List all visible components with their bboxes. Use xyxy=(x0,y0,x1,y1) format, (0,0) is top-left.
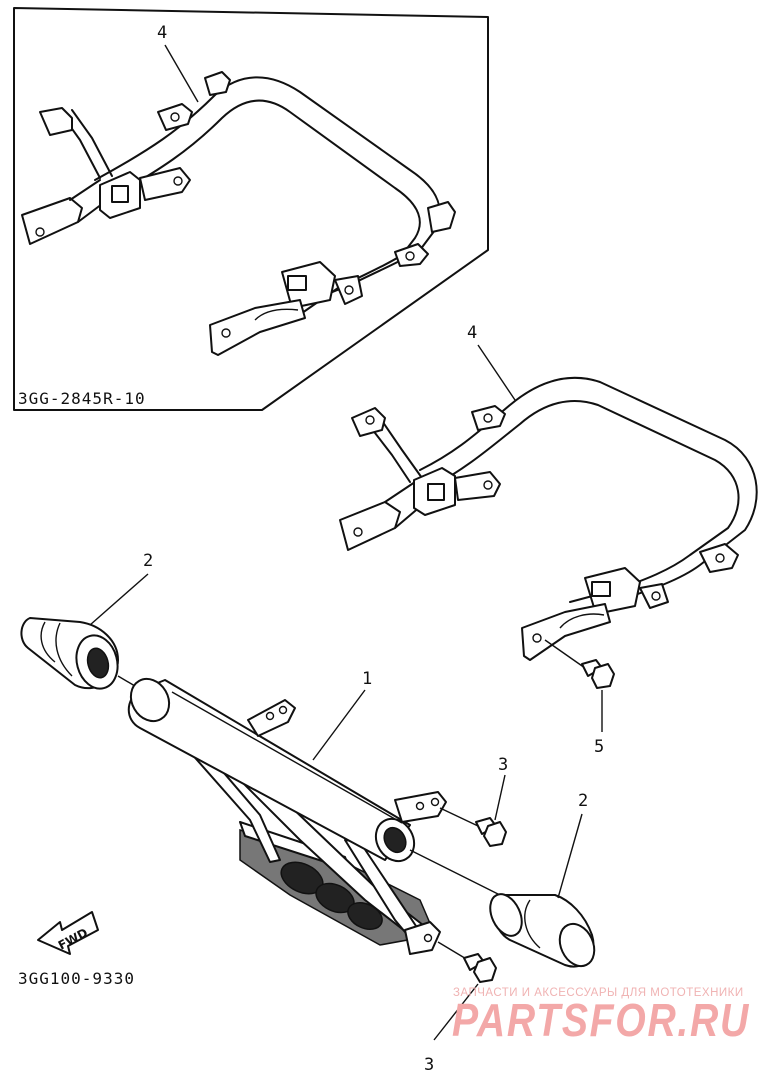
callout-front-cap: 2 xyxy=(89,551,153,626)
inset-frame-part xyxy=(21,71,456,356)
callout-label: 4 xyxy=(157,23,167,43)
rear-frame-part xyxy=(339,376,758,661)
callout-guard-bar: 1 xyxy=(312,669,372,761)
callout-label: 5 xyxy=(594,737,604,757)
callout-label: 3 xyxy=(498,755,508,775)
watermark-tagline: ЗАПЧАСТИ И АКСЕССУАРЫ ДЛЯ МОТОТЕХНИКИ xyxy=(453,987,744,999)
front-cap-part xyxy=(20,617,119,690)
watermark: ЗАПЧАСТИ И АКСЕССУАРЫ ДЛЯ МОТОТЕХНИКИ PA… xyxy=(452,987,750,1046)
inset-panel xyxy=(13,7,489,411)
inset-part-code: 3GG-2845R-10 xyxy=(18,389,146,408)
callout-rear-cap: 2 xyxy=(557,791,588,899)
callout-label: 3 xyxy=(424,1055,434,1075)
main-part-code: 3GG100-9330 xyxy=(18,969,135,988)
bolt-5: 5 xyxy=(544,639,615,757)
bolt-3-bottom: 3 xyxy=(424,941,497,1075)
callout-rear-frame: 4 xyxy=(467,323,516,401)
callout-label: 2 xyxy=(143,551,153,571)
bolt-3-right: 3 xyxy=(439,755,508,847)
watermark-brand: PARTSFOR.RU xyxy=(452,994,750,1046)
forward-direction-arrow: FWD xyxy=(37,911,99,955)
callout-label: 2 xyxy=(578,791,588,811)
callout-label: 4 xyxy=(467,323,477,343)
guard-bar-part xyxy=(127,677,447,955)
rear-cap-part xyxy=(489,893,596,968)
callout-inset-frame: 4 xyxy=(157,23,199,103)
callout-label: 1 xyxy=(362,669,372,689)
